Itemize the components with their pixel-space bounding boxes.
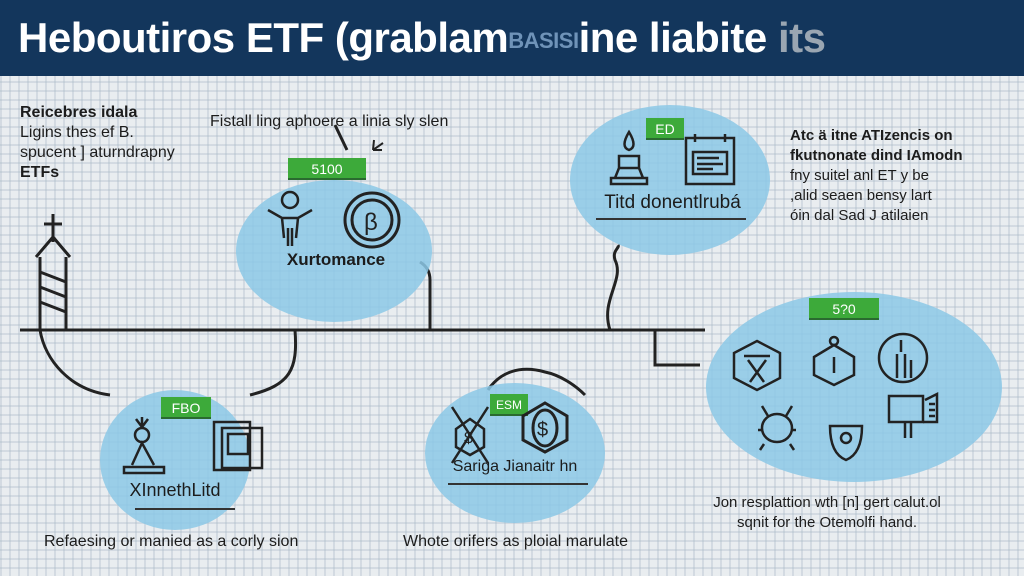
intro-text: Reicebres idala Ligins thes ef B. spucen… <box>20 104 175 181</box>
person-icon <box>267 190 313 246</box>
header-banner: Heboutiros ETF (grablamBASISIine liabite… <box>0 0 1024 76</box>
tablet-icon <box>212 420 264 472</box>
node-bubble-1[interactable] <box>236 180 432 322</box>
bottom-caption-2: Whote orifers as ploial marulate <box>403 533 628 550</box>
chart-board-icon <box>887 391 939 438</box>
dollar-hexagon-icon: $ <box>521 401 569 454</box>
shield-crest-icon <box>828 424 864 462</box>
node-badge-5: 5?0 <box>809 298 879 320</box>
candle-icon <box>609 129 649 186</box>
underline <box>135 508 235 510</box>
top-caption: Fistall ling aphoere a linia sly slen <box>210 113 449 130</box>
svg-text:$: $ <box>464 430 473 447</box>
page-title: Heboutiros ETF (grablamBASISIine liabite… <box>18 14 826 61</box>
bitcoin-coin-icon: β <box>343 191 401 249</box>
svg-text:β: β <box>364 209 378 236</box>
node-bubble-5[interactable] <box>706 292 1002 482</box>
node-badge-2: ED <box>646 118 684 140</box>
node-badge-3: FBO <box>161 397 211 419</box>
node-badge-4: ESM <box>490 394 528 416</box>
right-caption: Jon resplattion wth [n] gert calut.ol sq… <box>713 494 941 531</box>
bug-icon <box>758 405 796 451</box>
underline <box>596 218 746 220</box>
svg-text:$: $ <box>537 419 548 441</box>
right-text: Atc ä itne ATIzencis on fkutnonate dind … <box>790 127 963 224</box>
plant-circle-icon <box>877 332 929 384</box>
node-label-2: Titd donentlrubá <box>604 192 741 213</box>
node-badge-1: 5100 <box>288 158 366 180</box>
node-label-1: Xurtomance <box>286 250 386 269</box>
node-label-4: Sariga Jianaitr hn <box>452 458 578 475</box>
underline <box>448 483 588 485</box>
hexagon-icon <box>732 339 782 392</box>
pot-icon <box>812 335 856 387</box>
person-desk-icon <box>122 417 166 475</box>
dollar-shield-icon: $ <box>450 406 490 464</box>
bottom-caption-1: Refaesing or manied as a corly sion <box>44 533 299 550</box>
calendar-document-icon <box>684 134 736 186</box>
node-label-3: XInnethLitd <box>129 480 221 500</box>
tower-icon <box>34 214 72 330</box>
